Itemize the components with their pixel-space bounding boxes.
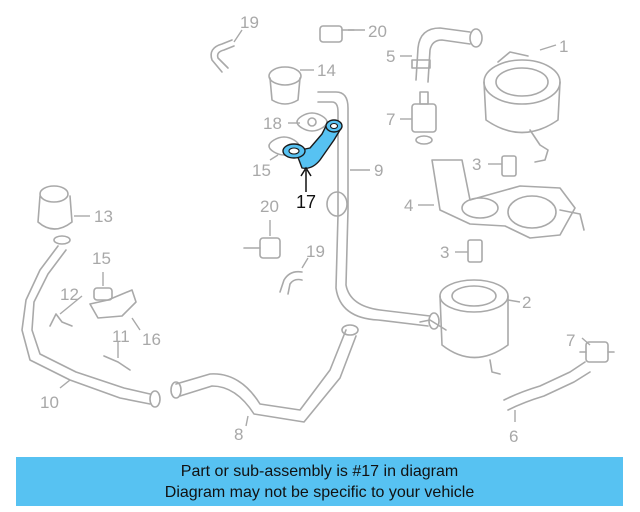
callout-3-top: 3 bbox=[472, 155, 481, 174]
callout-20-lower: 20 bbox=[260, 197, 279, 216]
part-6-hose bbox=[503, 361, 591, 422]
part-7-valve-top bbox=[400, 91, 437, 145]
part-3-connector-top bbox=[488, 155, 517, 177]
callout-10: 10 bbox=[40, 393, 59, 412]
callout-12: 12 bbox=[60, 285, 79, 304]
callout-16: 16 bbox=[142, 330, 161, 349]
info-banner: Part or sub-assembly is #17 in diagram D… bbox=[16, 457, 623, 506]
callout-2: 2 bbox=[522, 293, 531, 312]
banner-line-2: Diagram may not be specific to your vehi… bbox=[164, 483, 475, 501]
callout-17: 17 bbox=[296, 192, 316, 212]
callout-4: 4 bbox=[404, 196, 413, 215]
part-20-connector-top bbox=[319, 25, 365, 43]
part-3-connector-lower bbox=[455, 239, 483, 263]
part-13-valve bbox=[37, 185, 90, 245]
part-5-hose bbox=[400, 27, 483, 83]
part-16-bracket bbox=[89, 289, 141, 331]
callout-20-top: 20 bbox=[368, 22, 387, 41]
part-14-valve bbox=[268, 66, 314, 105]
part-12-clip bbox=[49, 295, 83, 327]
part-19-hose-top bbox=[210, 29, 243, 73]
parts-diagram: 1 5 7 3 4 3 bbox=[21, 13, 615, 446]
part-9-pipe bbox=[317, 91, 440, 330]
callout-18: 18 bbox=[263, 114, 282, 133]
callout-15-lower: 15 bbox=[92, 249, 111, 268]
part-17-pipe-highlighted[interactable] bbox=[282, 119, 343, 192]
part-8-hose bbox=[170, 324, 359, 427]
callout-7-top: 7 bbox=[386, 110, 395, 129]
callout-6: 6 bbox=[509, 427, 518, 446]
callout-13: 13 bbox=[94, 207, 113, 226]
part-19-hose-lower bbox=[279, 257, 309, 295]
part-15-gasket-lower bbox=[93, 272, 113, 301]
callout-5: 5 bbox=[386, 47, 395, 66]
callout-8: 8 bbox=[234, 425, 243, 444]
callout-1: 1 bbox=[559, 37, 568, 56]
callout-9: 9 bbox=[374, 161, 383, 180]
callout-14: 14 bbox=[317, 61, 336, 80]
part-20-connector-lower bbox=[243, 220, 281, 259]
callout-7-lower: 7 bbox=[566, 331, 575, 350]
part-4-bracket bbox=[418, 159, 585, 239]
part-2-air-pump bbox=[419, 279, 521, 375]
callout-15-top: 15 bbox=[252, 161, 271, 180]
part-1-air-pump bbox=[483, 44, 561, 163]
part-18-gasket bbox=[288, 112, 328, 132]
callout-3-lower: 3 bbox=[440, 243, 449, 262]
part-7-valve-lower bbox=[579, 337, 615, 363]
part-11-clip bbox=[103, 342, 131, 371]
banner-line-1: Part or sub-assembly is #17 in diagram bbox=[180, 462, 459, 480]
part-10-hose bbox=[21, 245, 161, 408]
callout-19-top: 19 bbox=[240, 13, 259, 32]
callout-11: 11 bbox=[112, 327, 130, 346]
callout-19-lower: 19 bbox=[306, 242, 325, 261]
